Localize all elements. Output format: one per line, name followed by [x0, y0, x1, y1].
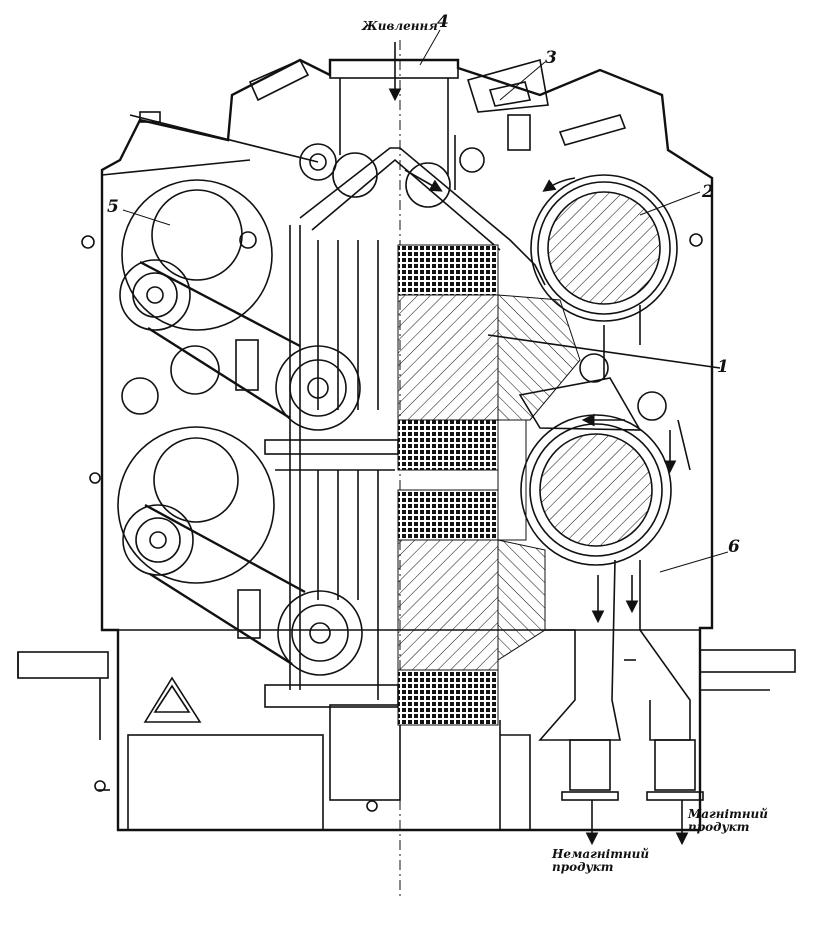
top-covers: [248, 58, 627, 151]
callout-2: 2: [702, 182, 714, 202]
base-frame: [17, 649, 796, 831]
magnetic-system: [397, 244, 721, 726]
callout-leaders: [122, 29, 729, 573]
upper-drum: [530, 174, 703, 380]
frame-columns: [264, 225, 399, 708]
upper-drive: [81, 179, 361, 431]
callout-3: 3: [545, 48, 557, 68]
magnetic-product-label: Магнітний продукт: [688, 808, 768, 834]
lower-drive: [89, 426, 363, 676]
callout-6: 6: [728, 537, 740, 557]
lower-drum: [518, 353, 691, 566]
callout-5: 5: [107, 197, 119, 217]
callout-1: 1: [717, 357, 729, 377]
magnetic-product-line-2: продукт: [688, 820, 750, 834]
feed-label: Живлення: [362, 19, 438, 33]
callout-4: 4: [437, 12, 449, 32]
magnetic-product-line-1: Магнітний: [688, 807, 769, 821]
feed-chute: [129, 111, 546, 286]
nonmagnetic-product-line-1: Немагнітний: [552, 847, 650, 861]
discharge-chutes: [538, 559, 704, 846]
nonmagnetic-product-line-2: продукт: [552, 860, 614, 874]
nonmagnetic-product-label: Немагнітний продукт: [552, 848, 649, 874]
